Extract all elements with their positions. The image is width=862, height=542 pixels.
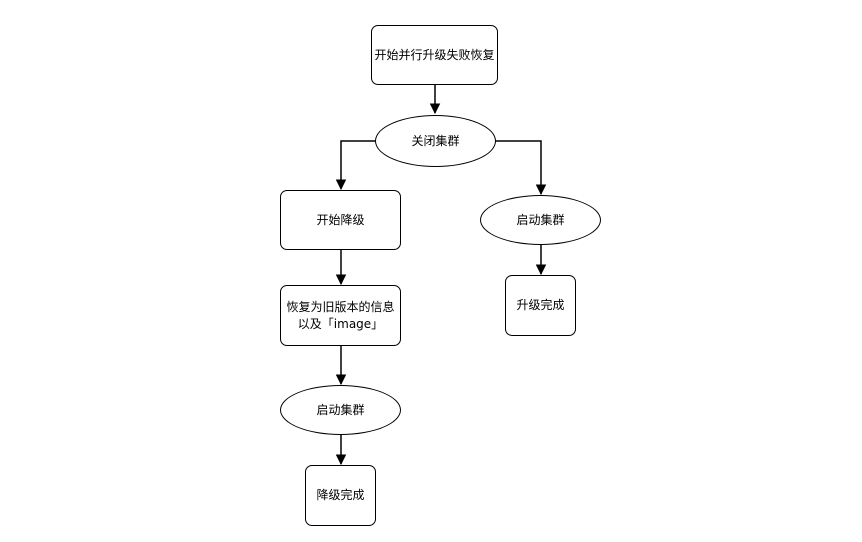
node-start-cluster-right: 启动集群 (480, 195, 601, 245)
node-shutdown-cluster: 关闭集群 (375, 115, 496, 167)
node-restore-info-line2: 以及「image」 (297, 316, 384, 331)
edge-shutdown-to-start-downgrade (335, 140, 376, 191)
node-restore-info: 恢复为旧版本的信息 以及「image」 (280, 285, 401, 346)
node-start: 开始并行升级失败恢复 (371, 25, 498, 85)
node-start-downgrade: 开始降级 (280, 190, 401, 250)
edge-shutdown-to-start-cluster-right (495, 140, 547, 196)
node-upgrade-done-label: 升级完成 (516, 298, 565, 312)
node-shutdown-cluster-label: 关闭集群 (411, 133, 460, 148)
node-upgrade-done: 升级完成 (505, 275, 576, 336)
node-start-label: 开始并行升级失败恢复 (374, 47, 495, 62)
node-start-cluster-left-label: 启动集群 (316, 402, 365, 417)
node-start-cluster-left: 启动集群 (280, 385, 401, 435)
node-start-cluster-right-label: 启动集群 (516, 212, 565, 227)
node-downgrade-done-label: 降级完成 (316, 488, 365, 502)
node-downgrade-done: 降级完成 (305, 465, 376, 526)
node-restore-info-line1: 恢复为旧版本的信息 (286, 299, 395, 314)
node-start-downgrade-label: 开始降级 (316, 212, 365, 227)
